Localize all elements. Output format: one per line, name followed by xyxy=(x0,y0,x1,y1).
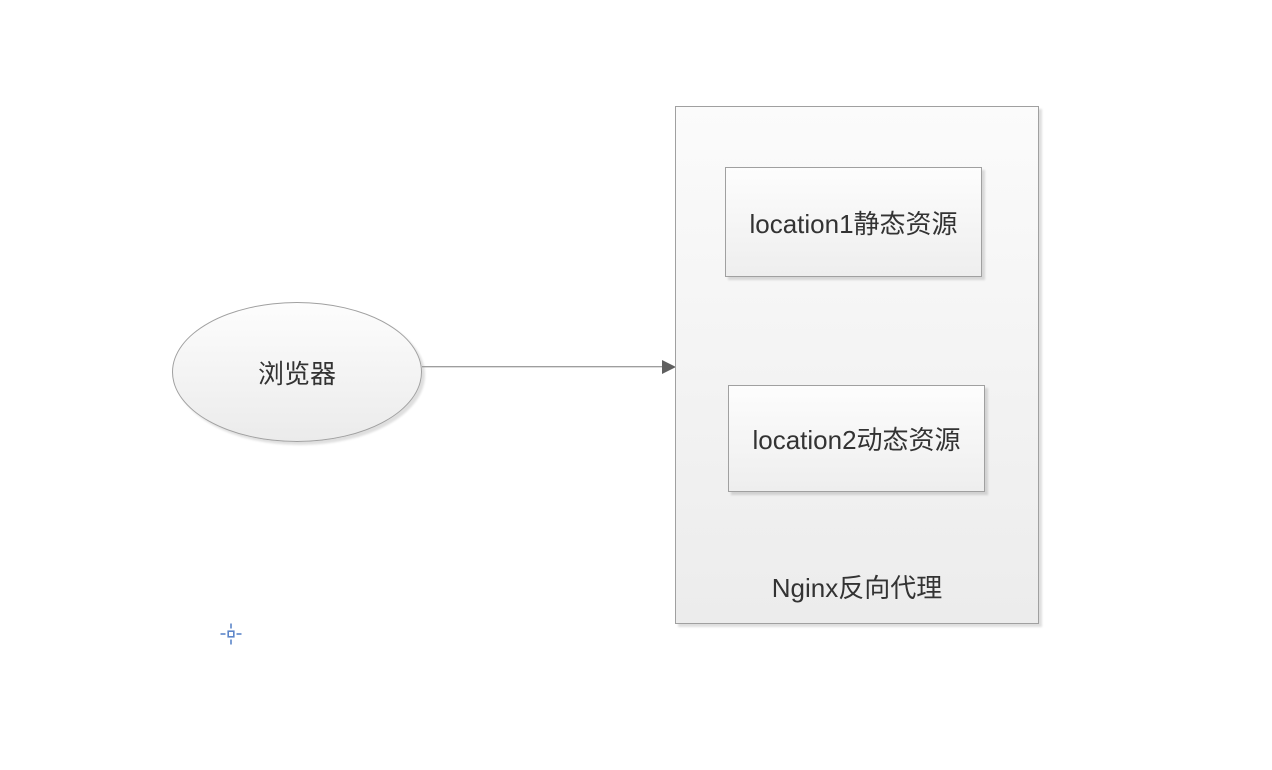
browser-node-label: 浏览器 xyxy=(257,358,336,389)
location2-node[interactable]: location2动态资源 xyxy=(728,385,985,492)
location2-node-label: location2动态资源 xyxy=(752,425,961,455)
location1-node-label: location1静态资源 xyxy=(749,208,958,239)
browser-node[interactable]: 浏览器 xyxy=(172,302,422,442)
location1-node[interactable]: location1静态资源 xyxy=(725,167,982,277)
origin-crosshair-icon xyxy=(220,623,242,645)
connector-edge[interactable] xyxy=(422,366,662,368)
arrowhead-icon xyxy=(662,360,676,374)
nginx-container-label: Nginx反向代理 xyxy=(771,573,943,603)
